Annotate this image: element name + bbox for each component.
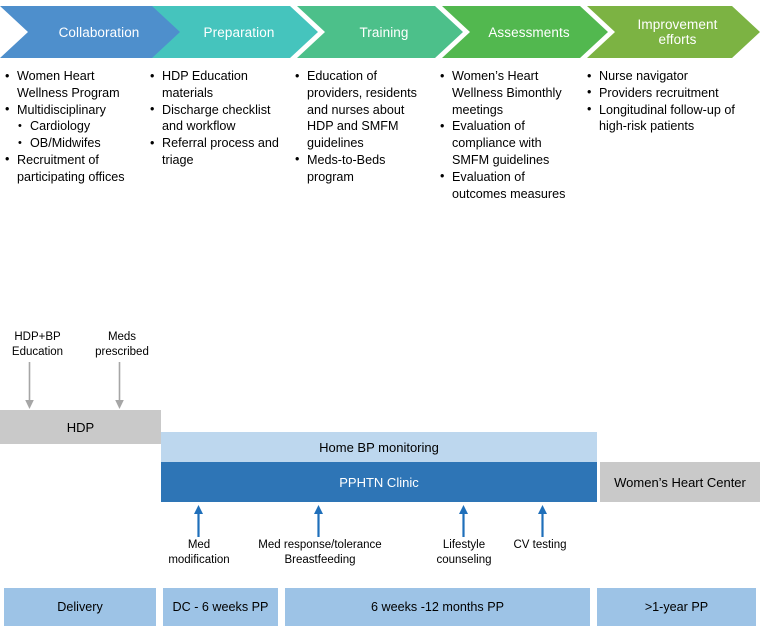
bullet-item: Evaluation of outcomes measures (439, 168, 582, 203)
bullet-item: Discharge checklist and workflow (149, 101, 289, 136)
timeline-diagram: HDP+BP Education Meds prescribed HDP Hom… (0, 300, 760, 632)
chevron-label-training: Training (359, 24, 409, 40)
bar-hdp-label: HDP (66, 419, 95, 435)
down-arrow-gray-icon (115, 362, 124, 409)
period-bar-over-1-year-pp: >1-year PP (597, 588, 756, 626)
up-arrow-blue-icon (459, 505, 468, 537)
bullet-column-assessments: Women’s Heart Wellness Bimonthly meeting… (439, 67, 582, 203)
period-bar-dc-6-weeks-pp-label: DC - 6 weeks PP (172, 600, 269, 614)
annotation-lifestyle-counseling: Lifestyle counseling (436, 539, 492, 566)
bar-home-bp-monitoring: Home BP monitoring (161, 432, 597, 462)
period-bar-over-1-year-pp-label: >1-year PP (644, 600, 709, 614)
annotation-med-response-breastfeeding: Med response/tolerance Breastfeeding (258, 539, 382, 566)
process-chevron-band: Collaboration Preparation Training Asses… (0, 0, 760, 64)
chevron-step-collaboration[interactable]: Collaboration (0, 6, 190, 58)
timeline-note-hdp-bp-education: HDP+BP Education (11, 331, 64, 358)
bullet-item: Recruitment of participating offices (4, 151, 144, 186)
chevron-label-collaboration: Collaboration (58, 24, 140, 40)
bullet-column-improvement-efforts: Nurse navigator Providers recruitment Lo… (586, 68, 751, 135)
chevron-step-improvement-efforts[interactable]: Improvement efforts (587, 6, 760, 58)
period-bar-6-weeks-12-months-pp: 6 weeks -12 months PP (285, 588, 590, 626)
bullet-item: Education of providers, residents and nu… (294, 68, 432, 152)
bullet-column-training: Education of providers, residents and nu… (294, 68, 432, 186)
bullet-column-collaboration: Women Heart Wellness Program Multidiscip… (4, 68, 144, 186)
bullet-item: Multidisciplinary (4, 101, 144, 119)
bullet-item: HDP Education materials (149, 68, 289, 102)
bullet-item: Women Heart Wellness Program (4, 68, 144, 102)
down-arrow-gray-icon (25, 362, 34, 409)
chevron-step-assessments[interactable]: Assessments (442, 6, 608, 58)
chevron-label-preparation: Preparation (203, 24, 275, 40)
bullet-item: Cardiology (4, 118, 144, 135)
period-bar-dc-6-weeks-pp: DC - 6 weeks PP (163, 588, 278, 626)
period-bar-delivery: Delivery (4, 588, 156, 626)
up-arrow-blue-icon (194, 505, 203, 537)
bar-womens-heart-center: Women’s Heart Center (600, 462, 760, 502)
bullet-list-improvement-efforts: Nurse navigator Providers recruitment Lo… (586, 68, 751, 135)
bullet-list-collaboration: Women Heart Wellness Program Multidiscip… (4, 68, 144, 186)
chevron-label-assessments: Assessments (488, 24, 570, 40)
annotation-med-modification: Med modification (168, 539, 230, 566)
period-bar-6-weeks-12-months-pp-label: 6 weeks -12 months PP (371, 600, 504, 614)
bullet-column-preparation: HDP Education materials Discharge checkl… (149, 68, 289, 169)
annotation-cv-testing: CV testing (513, 539, 567, 551)
bullet-item: OB/Midwifes (4, 135, 144, 152)
bullet-list-training: Education of providers, residents and nu… (294, 68, 432, 186)
bullet-columns: Women Heart Wellness Program Multidiscip… (0, 67, 760, 268)
up-arrow-blue-icon (314, 505, 323, 537)
bullet-item: Referral process and triage (149, 135, 289, 169)
bar-womens-heart-center-label: Women’s Heart Center (614, 474, 746, 490)
up-arrow-blue-icon (538, 505, 547, 537)
bar-hdp: HDP (0, 410, 161, 444)
bullet-list-preparation: HDP Education materials Discharge checkl… (149, 68, 289, 169)
bar-home-bp-monitoring-label: Home BP monitoring (319, 439, 439, 455)
bullet-item: Women’s Heart Wellness Bimonthly meeting… (439, 67, 582, 118)
chevron-step-training[interactable]: Training (297, 6, 463, 58)
chevron-label-improvement-efforts: Improvement efforts (637, 17, 718, 47)
timeline-note-meds-prescribed: Meds prescribed (95, 331, 149, 358)
period-bar-delivery-label: Delivery (57, 600, 103, 614)
bullet-item: Providers recruitment (586, 84, 751, 102)
bullet-item: Meds-to-Beds program (294, 151, 432, 186)
bullet-item: Nurse navigator (586, 68, 751, 85)
bullet-list-assessments: Women’s Heart Wellness Bimonthly meeting… (439, 67, 582, 203)
bullet-item: Longitudinal follow-up of high-risk pati… (586, 101, 751, 136)
bullet-item: Evaluation of compliance with SMFM guide… (439, 118, 582, 168)
bar-pphtn-clinic-label: PPHTN Clinic (339, 474, 419, 490)
bar-pphtn-clinic: PPHTN Clinic (161, 462, 597, 502)
